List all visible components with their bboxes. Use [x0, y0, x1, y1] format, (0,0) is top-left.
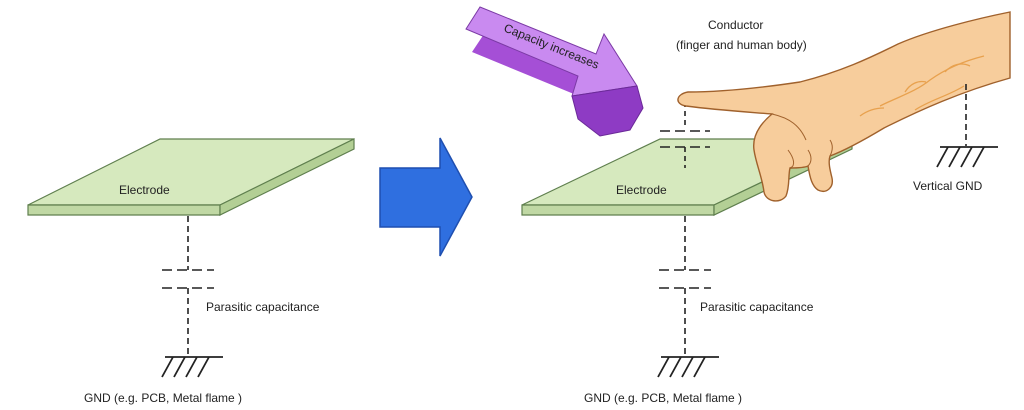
left-capacitance-label: Parasitic capacitance [206, 300, 320, 314]
hand-veins [859, 55, 985, 117]
left-electrode-plate [27, 138, 355, 216]
conductor-title: Conductor [708, 18, 763, 32]
vertical-ground-icon [936, 146, 998, 168]
left-electrode-label: Electrode [119, 183, 170, 197]
right-panel: Capacity increases Electrode Parasitic c… [465, 6, 1011, 405]
left-ground-icon [161, 356, 223, 378]
left-ground-label: GND (e.g. PCB, Metal flame ) [84, 391, 242, 405]
right-capacitance-label: Parasitic capacitance [700, 300, 814, 314]
left-capacitor-symbol [162, 216, 214, 356]
vertical-ground-label: Vertical GND [913, 179, 983, 193]
left-panel: Electrode Parasitic capacitance GND (e.g… [27, 138, 355, 405]
right-capacitor-symbol [659, 216, 711, 356]
right-ground-label: GND (e.g. PCB, Metal flame ) [584, 391, 742, 405]
right-ground-icon [657, 356, 719, 378]
hand-icon [677, 11, 1011, 202]
conductor-subtitle: (finger and human body) [676, 38, 807, 52]
capacity-increases-arrow: Capacity increases [465, 6, 644, 137]
transition-arrow-icon [379, 137, 473, 257]
right-electrode-label: Electrode [616, 183, 667, 197]
